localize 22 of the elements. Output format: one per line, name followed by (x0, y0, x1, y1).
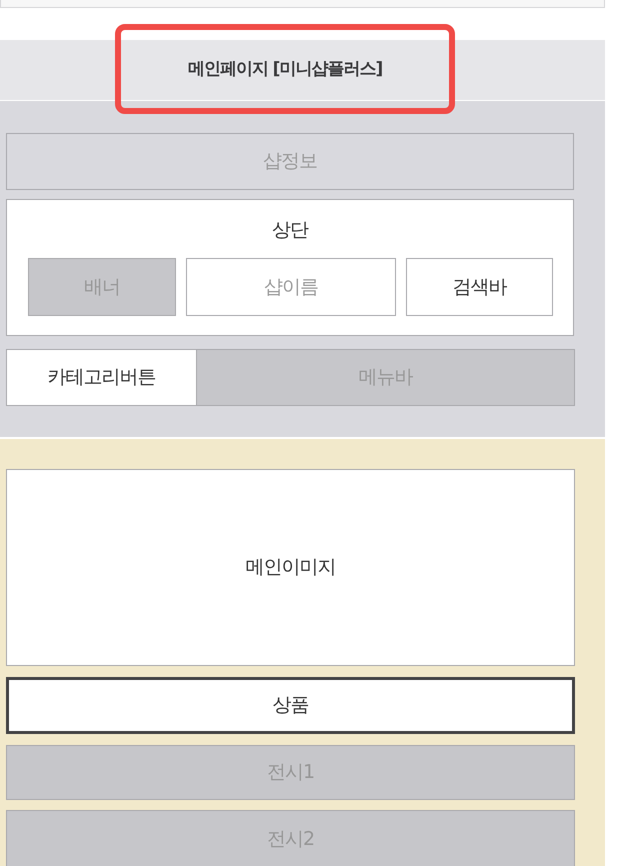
group-heading: 상단 (272, 219, 308, 242)
section-panel (0, 439, 605, 866)
box-label: 상품 (272, 694, 308, 717)
box-label: 메인이미지 (246, 556, 336, 579)
highlighted-box (6, 677, 575, 734)
section-panel (0, 101, 605, 437)
highlight-frame (115, 24, 455, 114)
layout-box (6, 745, 575, 800)
layout-box (6, 133, 574, 190)
layout-box (28, 258, 176, 316)
box-label: 샵이름 (264, 276, 318, 298)
layout-box (6, 810, 575, 866)
page-title: 메인페이지 [미니샵플러스] (188, 58, 382, 80)
layout-box (186, 258, 396, 316)
layout-box (196, 349, 575, 406)
box-label: 검색바 (452, 276, 506, 298)
layout-box (6, 349, 197, 406)
box-label: 카테고리버튼 (48, 366, 156, 389)
layout-box (6, 469, 575, 666)
layout-box (406, 258, 553, 316)
group-box (6, 199, 574, 336)
box-label: 샵정보 (263, 150, 317, 173)
